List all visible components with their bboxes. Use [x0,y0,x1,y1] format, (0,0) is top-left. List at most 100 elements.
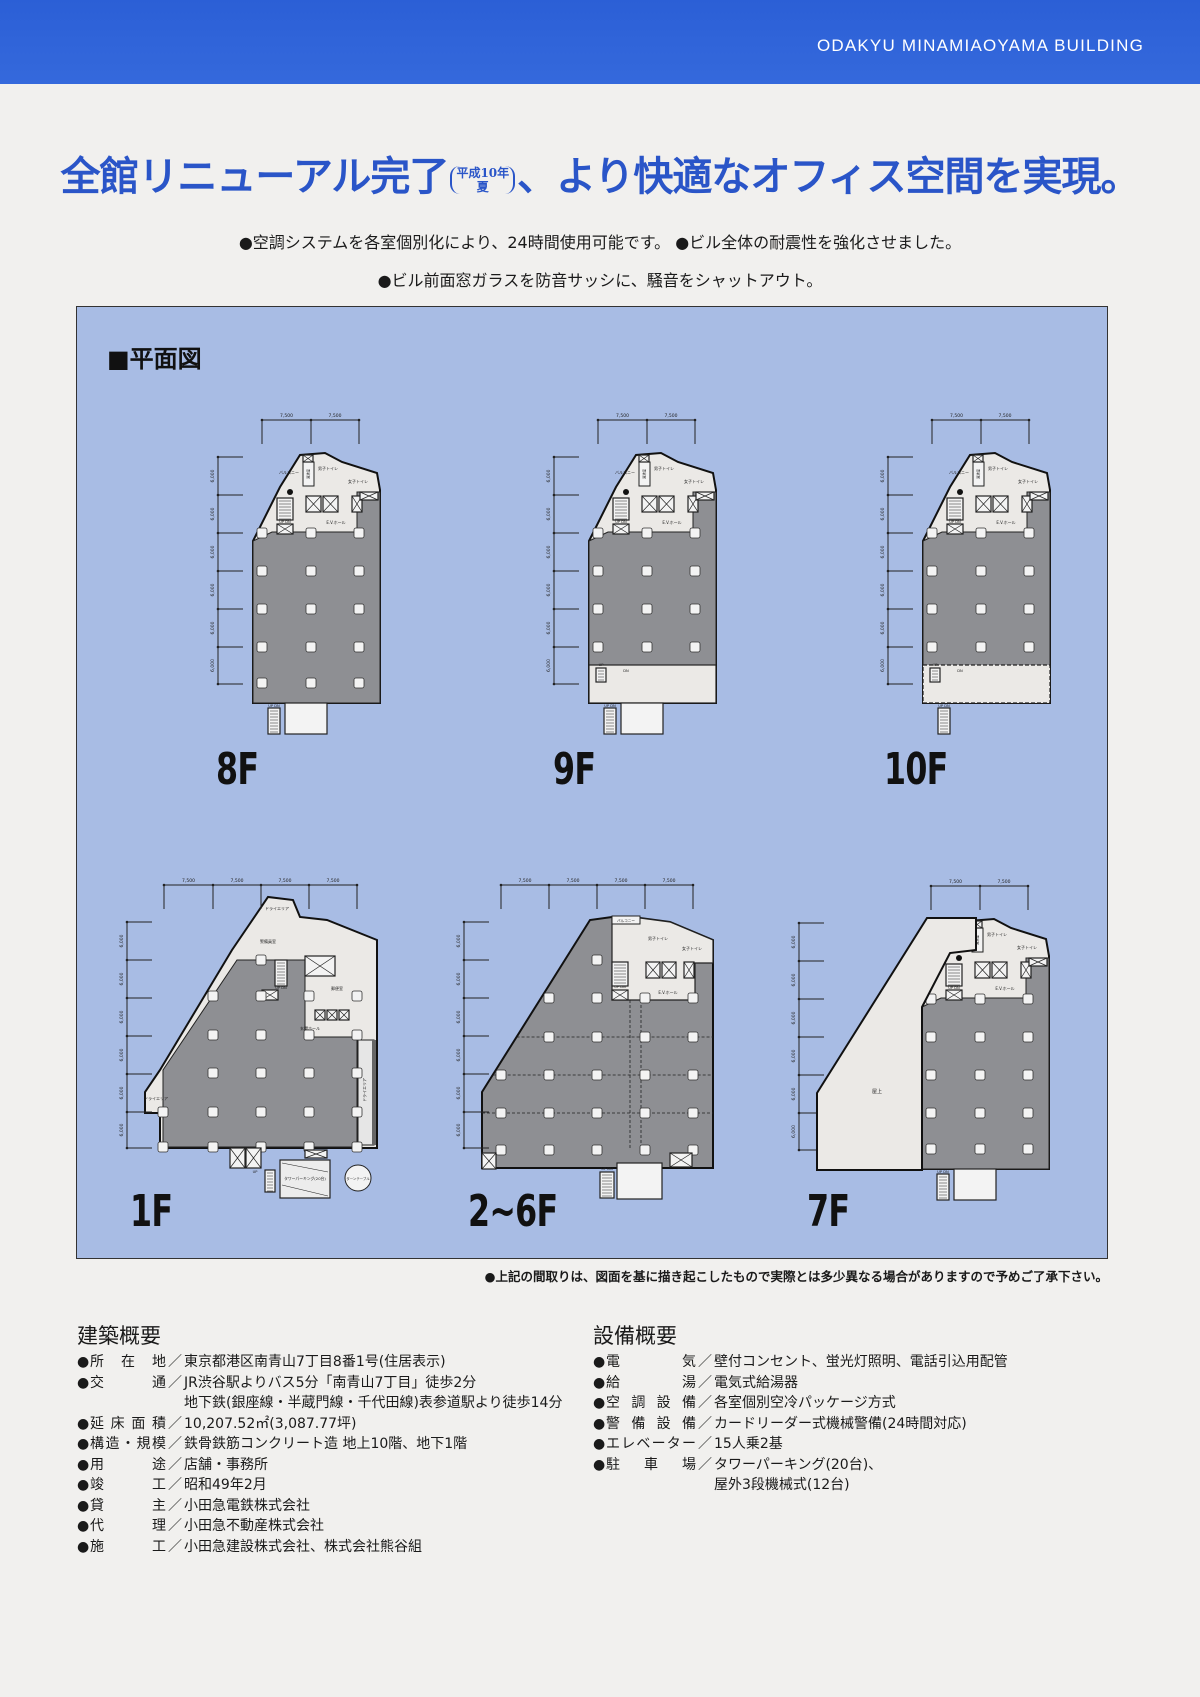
spec-row: ●構造・規模／鉄骨鉄筋コンクリート造 地上10階、地下1階 [77,1434,562,1455]
bullet-icon: ● [77,1477,90,1493]
bullet-icon: ● [593,1456,606,1473]
separator: ／ [698,1374,712,1391]
floor-label-7f: 7F [807,1186,850,1237]
spec-row-continued: 屋外3段機械式(12台) [593,1475,1008,1496]
separator: ／ [168,1518,182,1534]
floor-label-9f: 9F [553,744,596,795]
spec-label: 空調設備 [606,1395,696,1411]
bullet-icon: ● [593,1436,606,1452]
spec-value: 店舗・事務所 [184,1456,268,1473]
building-overview-title: 建築概要 [77,1324,161,1348]
spec-row: ●所在地／東京都港区南青山7丁目8番1号(住居表示) [77,1352,562,1373]
spec-row: ●電気／壁付コンセント、蛍光灯照明、電話引込用配管 [593,1352,1008,1373]
spec-row: ●施工／小田急建設株式会社、株式会社熊谷組 [77,1537,562,1558]
separator: ／ [168,1436,182,1452]
headline-date-note: 平成10年夏 [450,166,516,194]
spec-value: 10,207.52㎡(3,087.77坪) [184,1415,357,1432]
spec-row: ●代理／小田急不動産株式会社 [77,1516,562,1537]
spec-row: ●竣工／昭和49年2月 [77,1475,562,1496]
spec-value: 昭和49年2月 [184,1477,267,1493]
separator: ／ [168,1477,182,1493]
top-banner: ODAKYU MINAMIAOYAMA BUILDING [0,0,1200,84]
bullet-icon: ● [77,1354,90,1370]
spec-row: ●給湯／電気式給湯器 [593,1373,1008,1394]
spec-label: 用途 [90,1456,166,1473]
floor-label-8f: 8F [216,744,259,795]
building-overview: 建築概要 ●所在地／東京都港区南青山7丁目8番1号(住居表示)●交通／JR渋谷駅… [77,1320,562,1557]
separator: ／ [168,1538,182,1555]
bullet-icon: ● [77,1374,90,1391]
headline: 全館リニューアル完了平成10年夏、より快適なオフィス空間を実現。 [0,144,1200,202]
spec-label: 給湯 [606,1374,696,1391]
separator: ／ [168,1374,182,1391]
spec-value: 小田急電鉄株式会社 [184,1497,310,1514]
spec-label: 所在地 [90,1354,166,1370]
bullet-icon: ● [77,1538,90,1555]
spec-value: 地下鉄(銀座線・半蔵門線・千代田線)表参道駅より徒歩14分 [184,1395,563,1411]
spec-value: 壁付コンセント、蛍光灯照明、電話引込用配管 [714,1354,1008,1370]
spec-row-continued: 地下鉄(銀座線・半蔵門線・千代田線)表参道駅より徒歩14分 [77,1393,562,1414]
separator: ／ [698,1395,712,1411]
feature-line-2: ●ビル前面窓ガラスを防音サッシに、騒音をシャットアウト。 [377,271,823,290]
bullet-icon: ● [77,1415,90,1432]
spec-value: 電気式給湯器 [714,1374,798,1391]
spec-label: 貸主 [90,1497,166,1514]
spec-value: カードリーダー式機械警備(24時間対応) [714,1415,967,1432]
spec-row: ●エレベーター／15人乗2基 [593,1434,1008,1455]
spec-row: ●延床面積／10,207.52㎡(3,087.77坪) [77,1414,562,1435]
spec-value: 小田急不動産株式会社 [184,1518,324,1534]
spec-value: タワーパーキング(20台)、 [714,1456,883,1473]
bullet-icon: ● [77,1456,90,1473]
spec-row: ●警備設備／カードリーダー式機械警備(24時間対応) [593,1414,1008,1435]
spec-label: 構造・規模 [90,1436,166,1452]
date-note-season: 夏 [476,180,489,194]
separator: ／ [168,1456,182,1473]
spec-label: エレベーター [606,1436,696,1452]
spec-row: ●駐車場／タワーパーキング(20台)、 [593,1455,1008,1476]
spec-value: 小田急建設株式会社、株式会社熊谷組 [184,1538,422,1555]
spec-label: 延床面積 [90,1415,166,1432]
spec-value: JR渋谷駅よりバス5分「南青山7丁目」徒歩2分 [184,1374,477,1391]
spec-value: 各室個別空冷パッケージ方式 [714,1395,896,1411]
bullet-icon: ● [593,1415,606,1432]
separator: ／ [168,1415,182,1432]
bullet-icon: ● [593,1374,606,1391]
bullet-icon: ● [77,1497,90,1514]
equipment-overview-title: 設備概要 [593,1324,677,1348]
spec-label: 電気 [606,1354,696,1370]
spec-value: 屋外3段機械式(12台) [714,1477,850,1493]
headline-main: 全館リニューアル完了 [60,153,449,200]
spec-label: 警備設備 [606,1415,696,1432]
spec-label: 竣工 [90,1477,166,1493]
date-note-year: 平成10年 [456,166,510,180]
equipment-overview: 設備概要 ●電気／壁付コンセント、蛍光灯照明、電話引込用配管●給湯／電気式給湯器… [593,1320,1008,1496]
spec-value: 東京都港区南青山7丁目8番1号(住居表示) [184,1354,446,1370]
separator: ／ [698,1415,712,1432]
separator: ／ [698,1436,712,1452]
spec-row: ●用途／店舗・事務所 [77,1455,562,1476]
building-name: ODAKYU MINAMIAOYAMA BUILDING [816,36,1144,55]
floor-label-10f: 10F [884,744,948,795]
floor-label-1f: 1F [130,1186,173,1237]
spec-label: 交通 [90,1374,166,1391]
floor-plan-title: ■平面図 [107,345,202,373]
spec-value: 15人乗2基 [714,1436,783,1452]
spec-label: 駐車場 [606,1456,696,1473]
spec-label: 施工 [90,1538,166,1555]
floor-label-2-6f: 2~6F [468,1186,558,1237]
bullet-icon: ● [593,1395,606,1411]
spec-value: 鉄骨鉄筋コンクリート造 地上10階、地下1階 [184,1436,468,1452]
headline-rest: 、より快適なオフィス空間を実現。 [517,153,1140,200]
bullet-icon: ● [593,1354,606,1370]
spec-row: ●貸主／小田急電鉄株式会社 [77,1496,562,1517]
bullet-icon: ● [77,1518,90,1534]
separator: ／ [698,1456,712,1473]
spec-row: ●空調設備／各室個別空冷パッケージ方式 [593,1393,1008,1414]
separator: ／ [698,1354,712,1370]
bullet-icon: ● [77,1436,90,1452]
separator: ／ [168,1354,182,1370]
spec-row: ●交通／JR渋谷駅よりバス5分「南青山7丁目」徒歩2分 [77,1373,562,1394]
separator: ／ [168,1497,182,1514]
floor-plan-disclaimer: ●上記の間取りは、図面を基に描き起こしたもので実際とは多少異なる場合がありますの… [484,1269,1108,1284]
spec-label: 代理 [90,1518,166,1534]
